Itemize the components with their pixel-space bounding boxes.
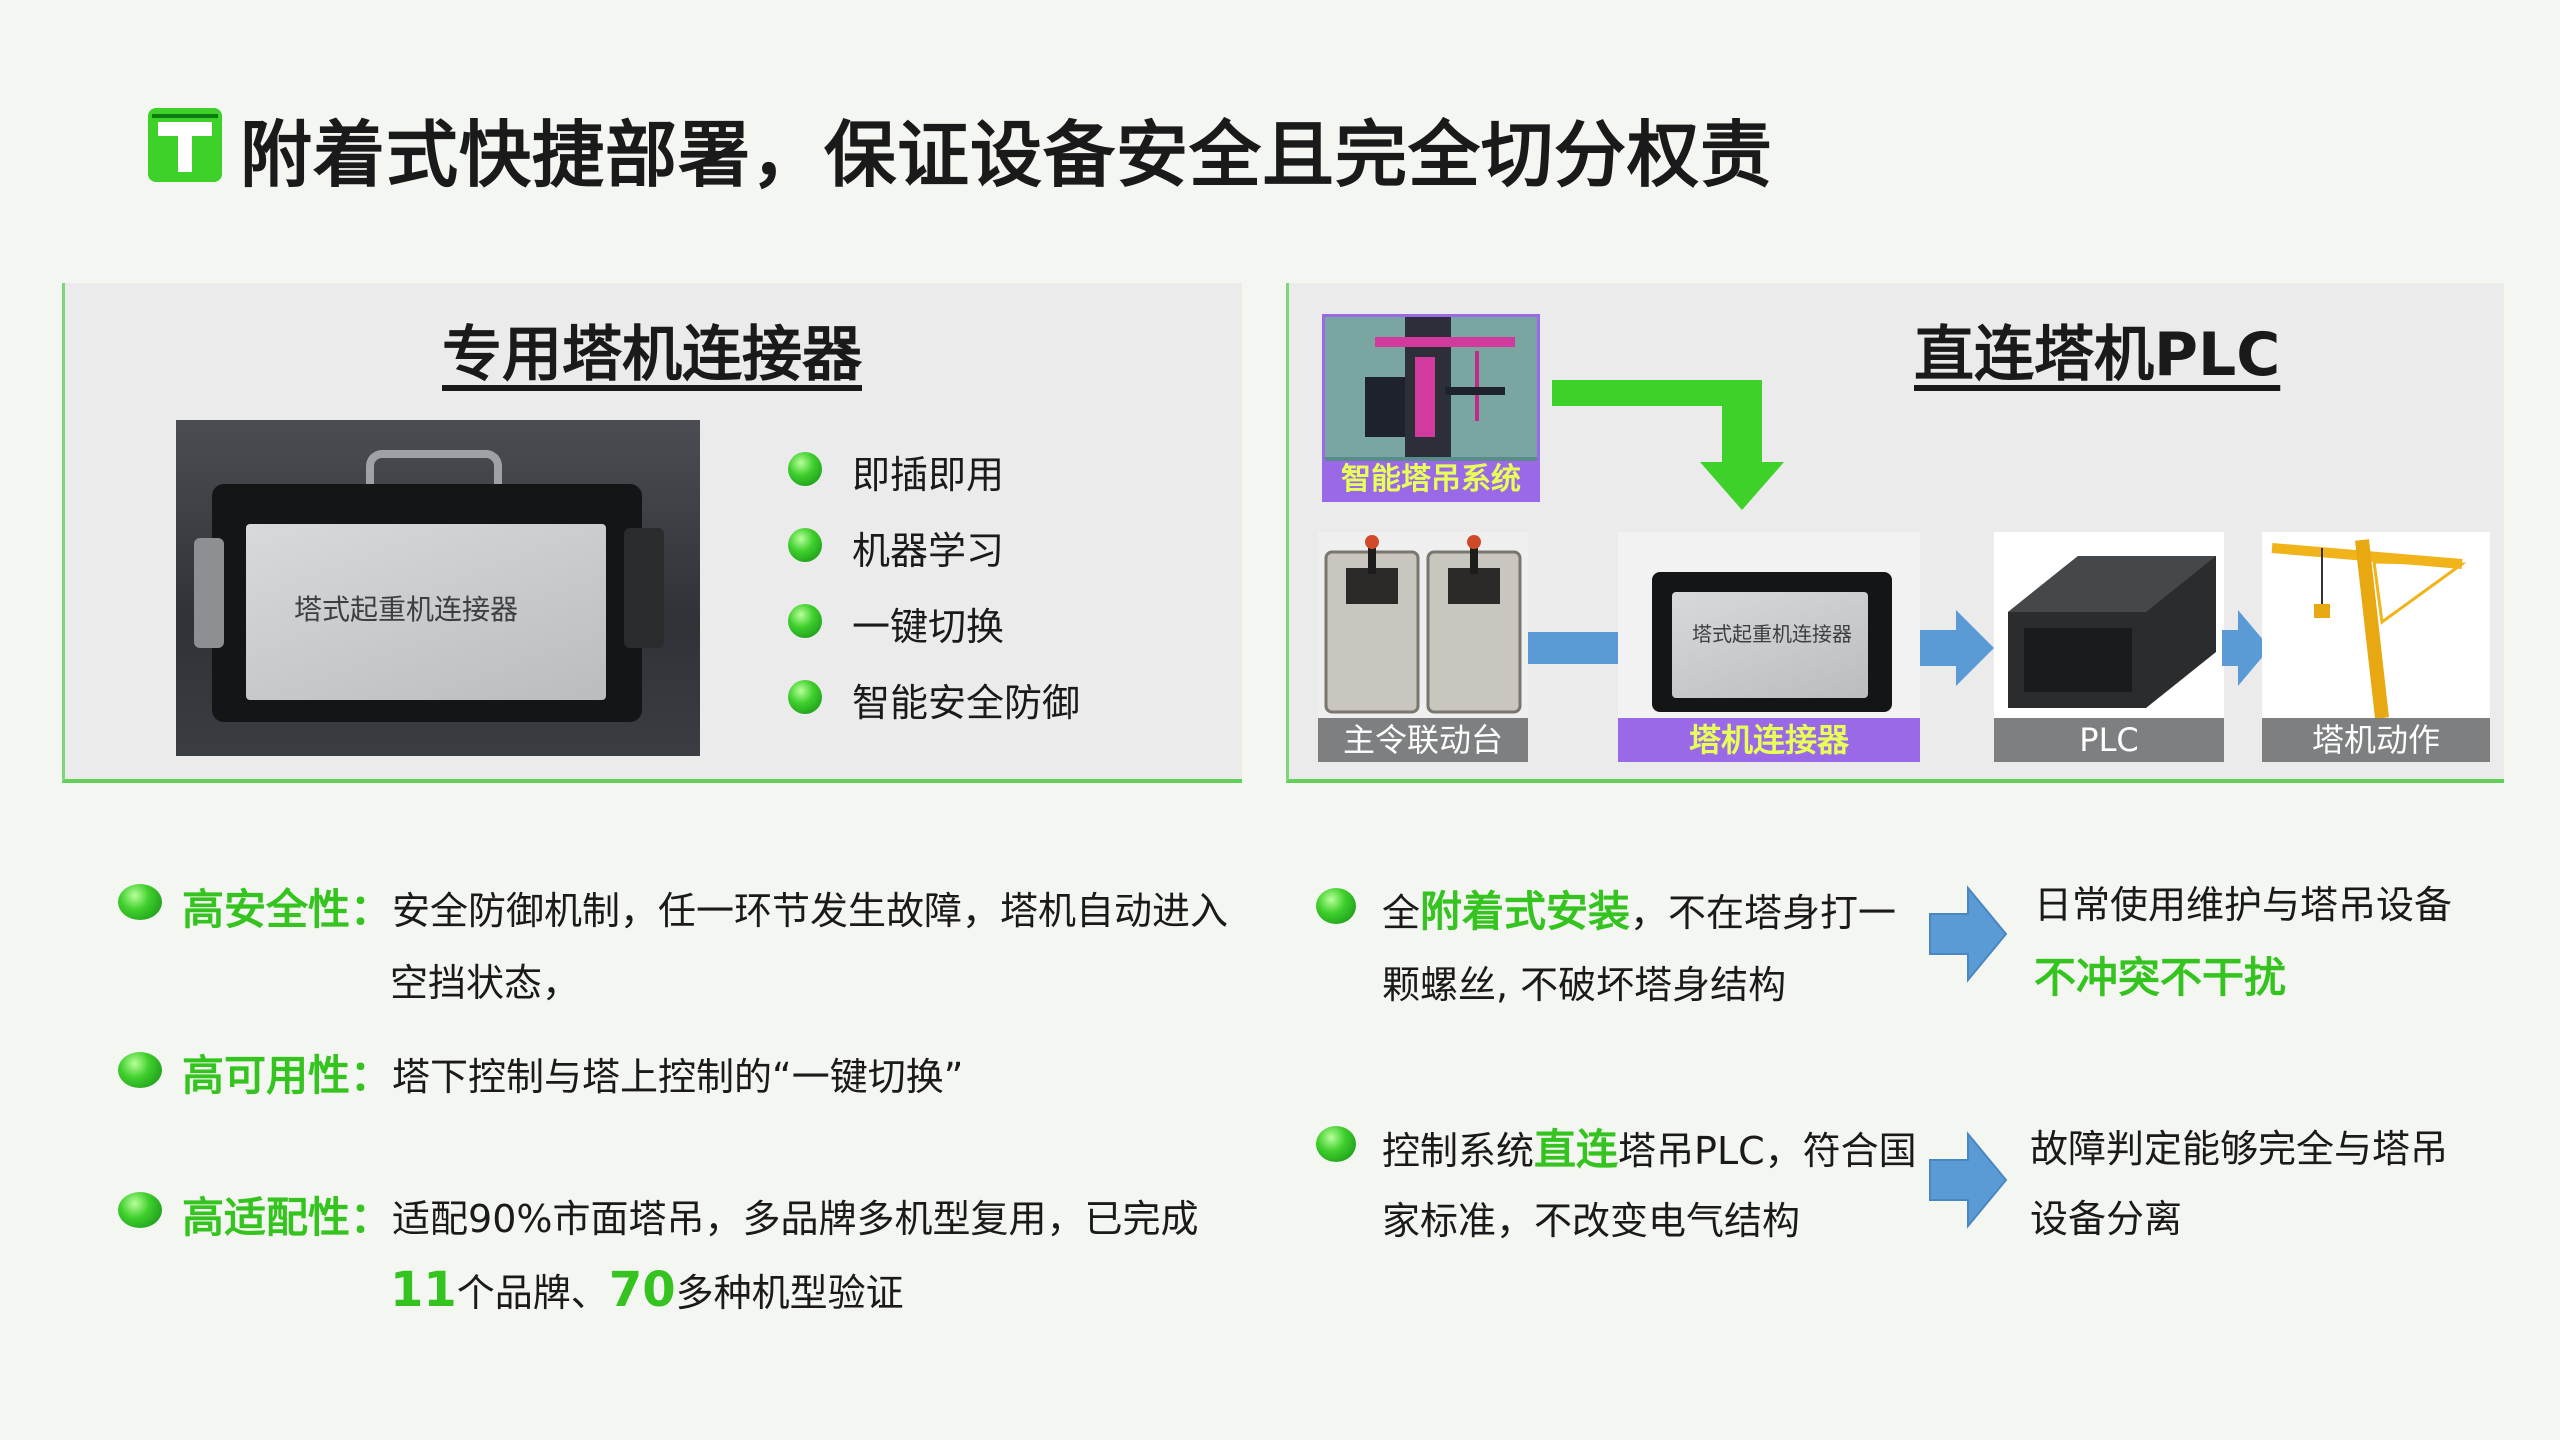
bullet-icon <box>788 452 822 486</box>
device-label-small: 塔式起重机连接器 <box>1692 622 1852 646</box>
attach-install-line1: 全附着式安装，不在塔身打一 <box>1382 878 1896 939</box>
benefit-text: 适配90%市面塔吊，多品牌多机型复用，已完成 <box>392 1197 1199 1241</box>
logo-icon <box>148 108 222 182</box>
bullet-icon <box>118 884 162 920</box>
flow-caption: 塔机动作 <box>2262 718 2490 762</box>
benefit-text: 塔下控制与塔上控制的“一键切换” <box>392 1055 964 1099</box>
feature-4: 智能安全防御 <box>852 681 1081 725</box>
brand-count: 11 <box>390 1262 457 1318</box>
feature-3: 一键切换 <box>852 605 1005 649</box>
smart-system-caption: 智能塔吊系统 <box>1325 461 1537 499</box>
bullet-icon <box>788 604 822 638</box>
direct-pre: 控制系统 <box>1382 1129 1535 1173</box>
benefit-safety-line1: 高安全性：安全防御机制，任一环节发生故障，塔机自动进入 <box>182 876 1228 937</box>
joystick-console-icon <box>1324 535 1522 714</box>
attach-post: ，不在塔身打一 <box>1630 891 1897 935</box>
benefit-keyword: 高可用性： <box>182 1051 393 1100</box>
attach-pre: 全 <box>1382 891 1421 935</box>
direct-keyword: 直连 <box>1534 1125 1619 1174</box>
page-title: 附着式快捷部署，保证设备安全且完全切分权责 <box>240 113 1774 197</box>
model-count: 70 <box>608 1262 676 1318</box>
direct-result-line2: 设备分离 <box>2030 1197 2183 1241</box>
benefit-keyword: 高安全性： <box>182 885 393 934</box>
smart-tower-system-image: 智能塔吊系统 <box>1322 314 1540 502</box>
attach-result-line2: 不冲突不干扰 <box>2034 953 2287 1002</box>
benefit-adaptability-line2: 11个品牌、70多种机型验证 <box>390 1262 904 1318</box>
tower-art-icon <box>1325 317 1537 457</box>
feature-2: 机器学习 <box>852 529 1005 573</box>
flow-step-console: 主令联动台 <box>1318 532 1528 762</box>
benefit-text: 安全防御机制，任一环节发生故障，塔机自动进入 <box>392 889 1229 933</box>
bullet-icon <box>1316 888 1356 924</box>
right-arrow-icon <box>1528 632 1620 664</box>
benefit-safety-line2: 空挡状态， <box>390 961 581 1005</box>
flow-step-plc: PLC <box>1994 532 2224 762</box>
connector-photo: 塔式起重机连接器 <box>176 420 700 756</box>
plc-module-icon <box>2008 556 2216 708</box>
model-count-text: 多种机型验证 <box>675 1271 904 1315</box>
attach-install-line2: 颗螺丝, 不破坏塔身结构 <box>1382 963 1787 1007</box>
device-label: 塔式起重机连接器 <box>294 593 519 626</box>
flow-caption: 塔机连接器 <box>1618 718 1920 762</box>
result-arrow-icon <box>1929 885 2008 983</box>
flow-step-crane-action: 塔机动作 <box>2262 532 2490 762</box>
bullet-icon <box>1316 1126 1356 1162</box>
flow-caption: PLC <box>1994 718 2224 762</box>
benefit-keyword: 高适配性： <box>182 1193 393 1242</box>
connector-panel-title: 专用塔机连接器 <box>442 320 862 390</box>
attach-keyword: 附着式安装 <box>1420 887 1631 936</box>
direct-post: 塔吊PLC，符合国 <box>1618 1129 1917 1173</box>
right-arrow-icon <box>2222 610 2270 686</box>
right-arrow-icon <box>1920 610 1994 686</box>
flow-caption: 主令联动台 <box>1318 718 1528 762</box>
down-arrow-icon <box>1552 380 1784 510</box>
flow-step-connector: 塔式起重机连接器 塔机连接器 <box>1618 532 1920 762</box>
bullet-icon <box>118 1052 162 1088</box>
bullet-icon <box>788 680 822 714</box>
result-arrow-icon <box>1929 1131 2008 1229</box>
bullet-icon <box>788 528 822 562</box>
direct-plc-line2: 家标准，不改变电气结构 <box>1382 1199 1801 1243</box>
attach-result-line1: 日常使用维护与塔吊设备 <box>2034 883 2453 927</box>
plc-panel-title: 直连塔机PLC <box>1914 320 2281 390</box>
benefit-availability: 高可用性：塔下控制与塔上控制的“一键切换” <box>182 1042 963 1103</box>
tower-crane-icon <box>2271 539 2467 719</box>
direct-result-line1: 故障判定能够完全与塔吊 <box>2030 1127 2449 1171</box>
brand-count-text: 个品牌、 <box>456 1271 609 1315</box>
benefit-adaptability-line1: 高适配性：适配90%市面塔吊，多品牌多机型复用，已完成 <box>182 1184 1198 1245</box>
feature-1: 即插即用 <box>852 453 1005 497</box>
direct-plc-line1: 控制系统直连塔吊PLC，符合国 <box>1382 1116 1917 1177</box>
bullet-icon <box>118 1192 162 1228</box>
